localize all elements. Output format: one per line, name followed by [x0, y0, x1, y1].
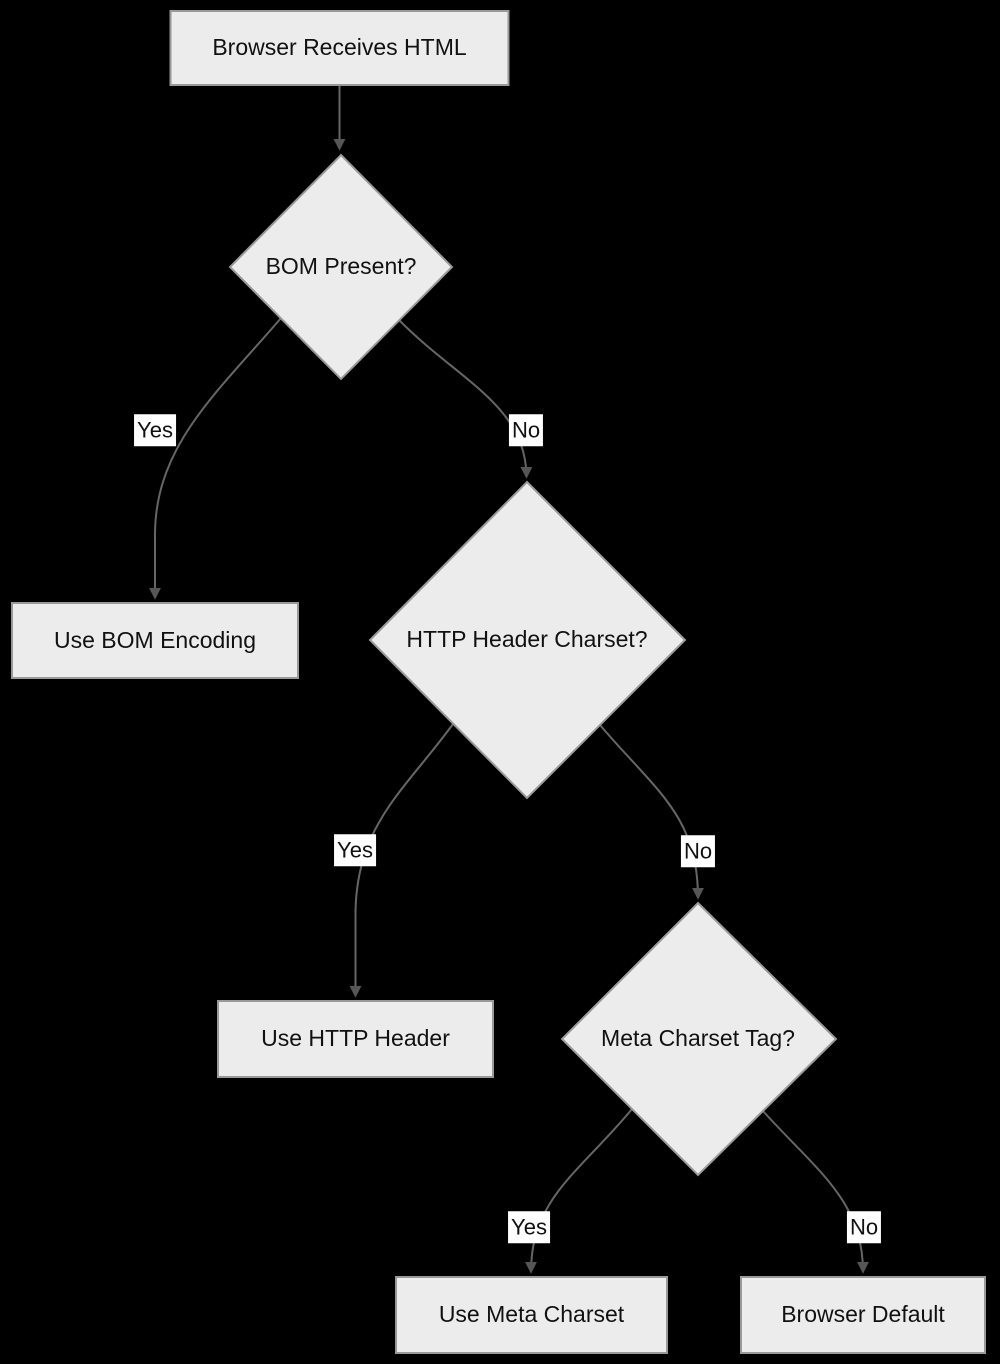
edge-bom-no-to-http — [398, 319, 533, 479]
node-meta-charset-tag — [560, 901, 838, 1177]
node-use-http-header — [217, 1000, 494, 1078]
node-browser-receives-html — [169, 10, 510, 86]
node-label-browser-default: Browser Default — [781, 1301, 945, 1328]
node-label-use-bom-encoding: Use BOM Encoding — [54, 627, 256, 654]
edge-label-http-no: No — [680, 835, 716, 867]
edge-label-bom-no: No — [508, 414, 544, 446]
node-browser-default — [740, 1276, 986, 1354]
node-bom-present — [228, 153, 454, 381]
edge-http-no-to-meta — [599, 724, 704, 900]
node-http-header-charset — [368, 480, 687, 800]
node-label-use-meta-charset: Use Meta Charset — [438, 1301, 625, 1328]
node-label-bom-present: BOM Present? — [265, 253, 417, 280]
edge-label-meta-no: No — [846, 1211, 882, 1243]
edge-bom-yes-to-use-bom — [149, 317, 282, 600]
node-label-http-header-charset: HTTP Header Charset? — [406, 626, 648, 653]
node-use-meta-charset — [395, 1276, 668, 1354]
node-label-use-http-header: Use HTTP Header — [261, 1025, 450, 1052]
edge-label-bom-yes: Yes — [134, 414, 176, 446]
node-use-bom-encoding — [11, 602, 299, 679]
edge-label-meta-yes: Yes — [508, 1211, 550, 1243]
edge-label-http-yes: Yes — [334, 834, 376, 866]
node-label-browser-receives-html: Browser Receives HTML — [212, 34, 467, 61]
edge-http-yes-to-use-http — [349, 723, 454, 998]
node-label-meta-charset-tag: Meta Charset Tag? — [601, 1025, 795, 1052]
edge-meta-no-to-default — [762, 1110, 869, 1274]
edge-meta-yes-to-use-meta — [525, 1108, 633, 1274]
